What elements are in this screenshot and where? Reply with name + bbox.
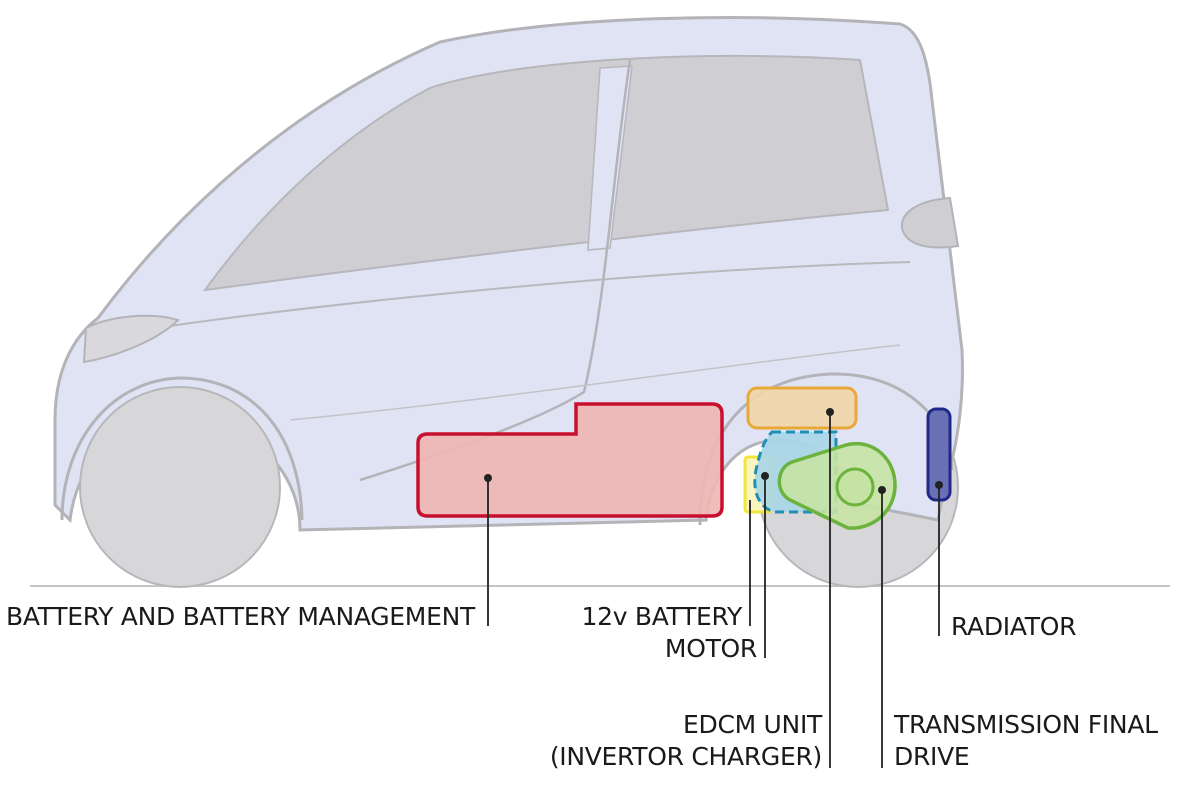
front-wheel-arch: [60, 376, 304, 521]
label-radiator: RADIATOR: [951, 612, 1077, 641]
beltline: [109, 261, 911, 336]
label-transmission-line1: TRANSMISSION FINAL: [894, 710, 1158, 739]
body-crease: [289, 344, 901, 421]
label-transmission-line2: DRIVE: [894, 742, 970, 771]
label-battery: BATTERY AND BATTERY MANAGEMENT: [6, 602, 475, 631]
leader-lines: [487, 412, 940, 768]
b-pillar: [587, 65, 633, 251]
headlight: [82, 314, 180, 364]
edcm-unit: [746, 386, 858, 430]
transmission-hub: [835, 467, 875, 507]
battery-pack: [416, 402, 724, 518]
front-wheel: [79, 386, 281, 588]
tail-light: [900, 196, 960, 249]
label-motor: MOTOR: [664, 634, 757, 663]
label-edcm-line1: EDCM UNIT: [683, 710, 822, 739]
side-windows: [202, 54, 890, 292]
label-12v-battery: 12v BATTERY: [581, 602, 742, 631]
label-edcm-line2: (INVERTOR CHARGER): [549, 742, 822, 771]
